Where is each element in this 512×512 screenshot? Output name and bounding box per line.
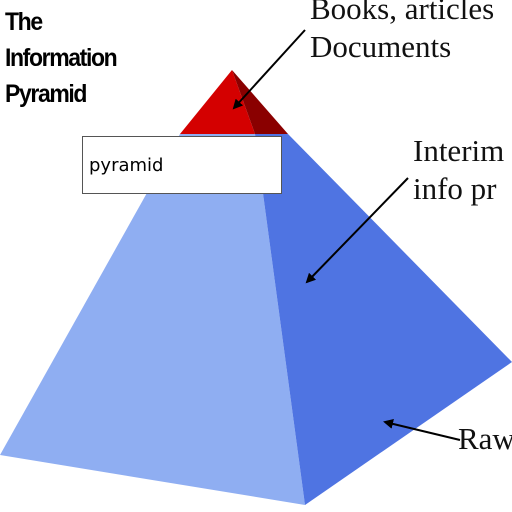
label-middle-tier: Interim info pr (413, 132, 504, 208)
label-top-line-1: Books, articles (310, 0, 495, 26)
label-middle-line-1: Interim (413, 133, 505, 168)
label-bottom-tier: Raw (458, 420, 512, 458)
pyramid-face-left (0, 134, 305, 505)
label-top-tier: Books, articles Documents (310, 0, 494, 66)
arrow-middle (305, 177, 409, 284)
label-middle-line-2: info pr (413, 171, 497, 206)
diagram-title: The Information Pyramid (5, 4, 118, 112)
pyramid-face-right (255, 134, 512, 505)
title-line-3: Pyramid (5, 80, 87, 108)
arrow-bottom (383, 419, 461, 441)
pyramid-apex-left (180, 70, 255, 134)
pyramid-apex-right (232, 70, 288, 134)
title-line-2: Information (5, 44, 118, 72)
arrow-top (232, 29, 306, 110)
title-line-1: The (5, 8, 43, 36)
search-input[interactable] (82, 136, 282, 194)
label-top-line-2: Documents (310, 29, 452, 64)
label-bottom-line-1: Raw (458, 421, 512, 456)
